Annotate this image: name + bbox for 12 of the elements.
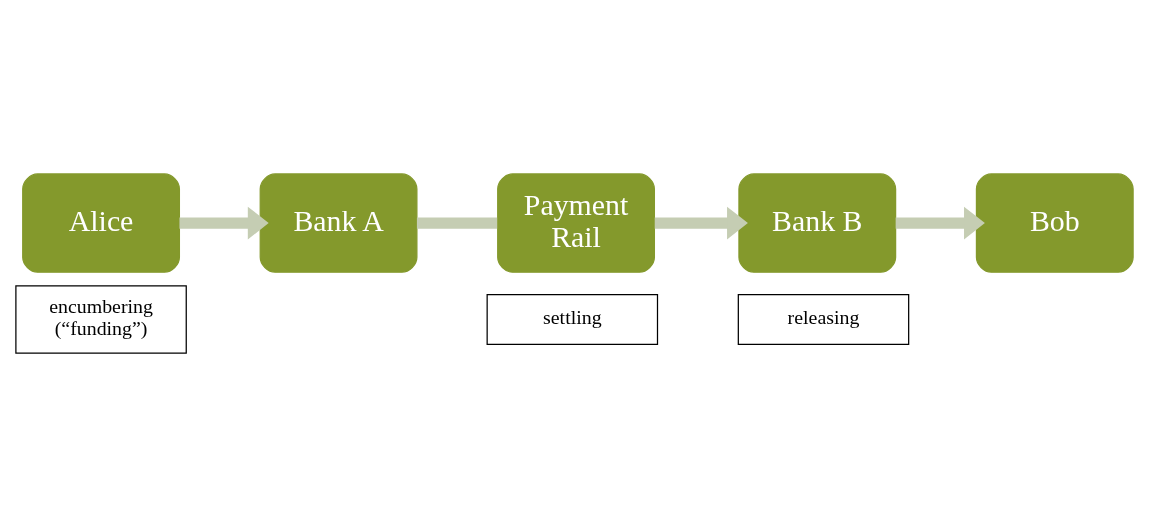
arrow (654, 206, 748, 240)
node-box: Bob (975, 173, 1134, 273)
node-box: releasing (737, 293, 910, 345)
arrow (179, 206, 269, 240)
node-box: Payment Rail (497, 173, 655, 273)
arrow (895, 206, 985, 240)
node-box: encumbering (“funding”) (15, 285, 187, 354)
node-box: Bank A (259, 173, 418, 273)
connector (416, 217, 498, 229)
node-box: settling (486, 293, 659, 345)
node-box: Alice (22, 173, 180, 273)
node-box: Bank B (738, 173, 897, 273)
